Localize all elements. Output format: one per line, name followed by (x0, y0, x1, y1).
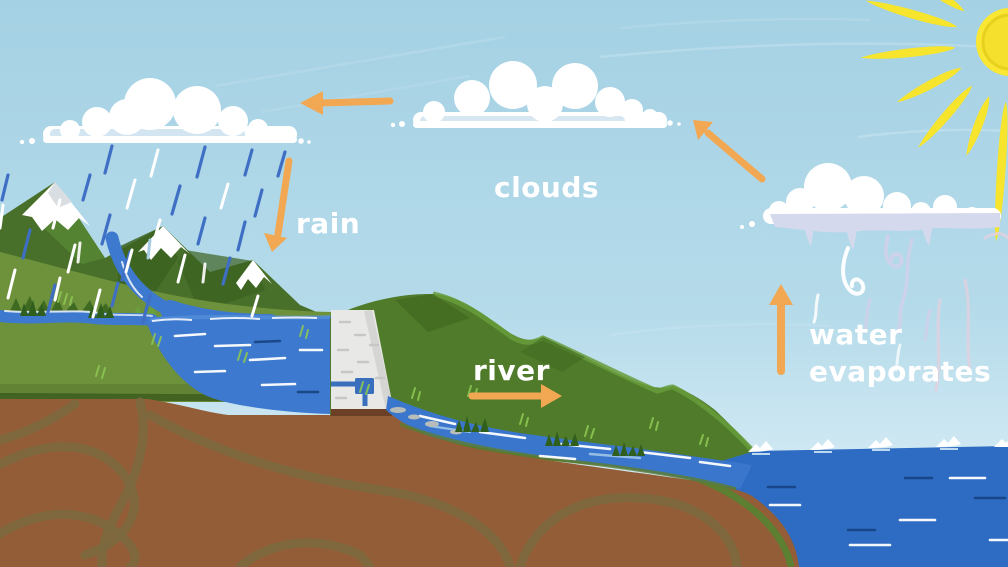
cloud-left-rain (19, 78, 311, 145)
rain-streaks (0, 144, 287, 324)
reservoir-ripples (173, 332, 324, 394)
grass-marks (57, 291, 709, 447)
arrow-left-icon (300, 91, 394, 115)
label-rain: rain (296, 207, 360, 240)
evaporation-cloud (740, 163, 1008, 392)
soil-contours (0, 397, 742, 567)
dam-bricks (334, 320, 386, 400)
vapor-wisps (934, 232, 1008, 392)
label-evaporation-line1: water (809, 318, 902, 351)
label-evaporation-line2: evaporates (809, 355, 991, 388)
sky-streaks (214, 17, 1008, 337)
soil-cross-section (0, 397, 799, 567)
sun-rays (860, 0, 1008, 242)
arrow-right-icon (468, 384, 562, 408)
reservoir (145, 314, 332, 414)
sun-icon (860, 0, 1008, 242)
label-clouds: clouds (494, 171, 599, 204)
wave-caps (748, 436, 1008, 455)
vapor-swirls (812, 234, 932, 372)
river-streaks (418, 414, 732, 468)
dam (331, 310, 392, 416)
arrow-diagonal-up-icon (693, 120, 766, 183)
diagram-labels: clouds rain river water evaporates (296, 171, 991, 388)
snow-caps (22, 182, 272, 290)
label-river: river (473, 354, 550, 387)
cloud-middle (390, 61, 681, 128)
dam-turbine (355, 378, 374, 394)
shore-edge (695, 474, 795, 567)
arrow-down-icon (264, 157, 293, 252)
river (386, 396, 752, 491)
arrow-up-icon (769, 284, 793, 375)
